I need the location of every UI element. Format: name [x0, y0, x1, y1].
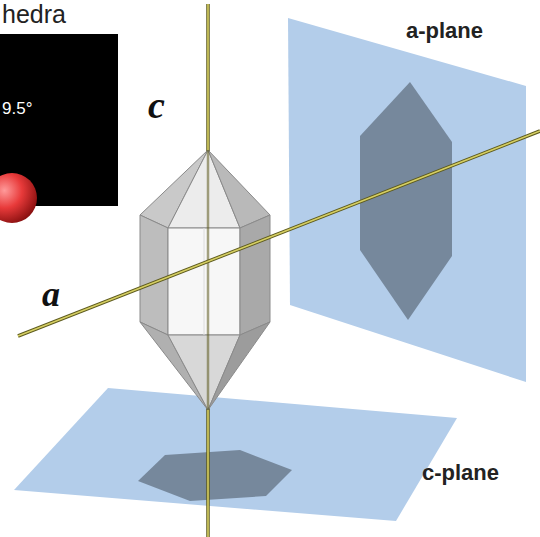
axis-name: c: [148, 86, 165, 124]
c-plane-shadow: [138, 450, 292, 501]
axis-name: a: [42, 276, 60, 312]
a-axis: [18, 131, 540, 336]
c-axis-inside: [207, 150, 210, 410]
a-plane-shadow: [360, 82, 452, 320]
a-plane-sheet: [288, 18, 526, 382]
a-axis: [18, 131, 540, 336]
inset-title: hedra: [2, 2, 66, 27]
plane-name: c-plane: [422, 462, 499, 484]
c-axis: [207, 4, 209, 537]
c-axis: [206, 4, 210, 537]
plane-name: a-plane: [406, 20, 483, 42]
c-plane-sheet: [14, 388, 457, 521]
angle-value: 9.5°: [2, 100, 32, 117]
oxygen-atom: [0, 173, 37, 223]
